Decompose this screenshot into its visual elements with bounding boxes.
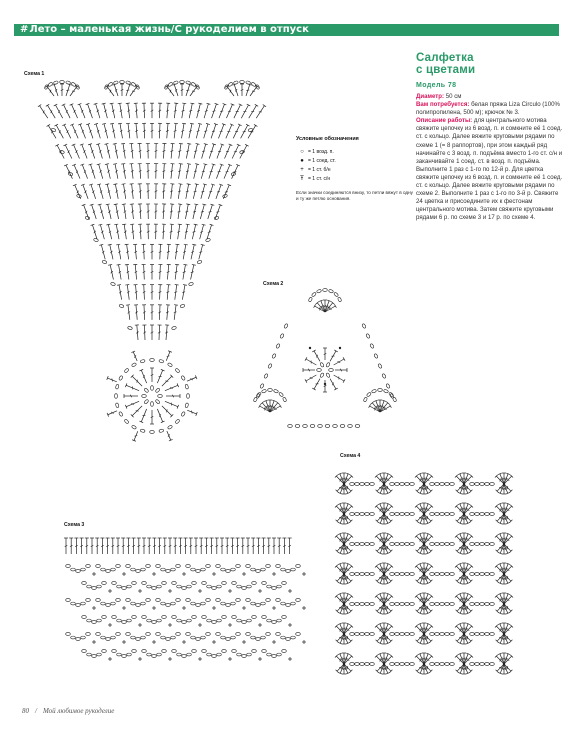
legend-note: Если значки соединяются внизу, то петли … xyxy=(296,190,413,201)
article-body: Диаметр: 50 см Вам потребуется: белая пр… xyxy=(416,93,566,223)
legend-item-slip: ● = 1 соед. ст. xyxy=(296,156,416,165)
single-crochet-icon: + xyxy=(300,166,304,173)
legend-label: = 1 ст. б/н xyxy=(308,166,331,173)
legend-title: Условные обозначения xyxy=(296,136,359,142)
description-label: Описание работы: xyxy=(416,117,473,125)
diameter-label: Диаметр: xyxy=(416,93,445,100)
materials-label: Вам потребуется: xyxy=(416,101,470,109)
legend: Условные обозначения ○ = 1 возд. п. ● = … xyxy=(296,136,416,202)
scheme-4-diagram xyxy=(334,472,514,675)
section-title-text: Лето – маленькая жизнь/С рукоделием в от… xyxy=(29,24,309,35)
legend-label: = 1 соед. ст. xyxy=(308,157,336,164)
scheme-1-diagram xyxy=(37,80,267,442)
page-header: #Лето – маленькая жизнь/С рукоделием в о… xyxy=(0,0,573,40)
legend-label: = 1 ст. с/н xyxy=(308,175,331,182)
description-value: для центрального мотива свяжите цепочку … xyxy=(416,117,563,222)
footer-separator: / xyxy=(35,707,37,715)
double-crochet-icon: Ŧ xyxy=(300,175,304,182)
magazine-name: Мой любимое рукоделие xyxy=(42,707,115,715)
scheme-2-diagram xyxy=(253,288,397,428)
article-title-line2: с цветами xyxy=(416,64,476,76)
pattern-description: Салфетка с цветами Модель 78 Диаметр: 50… xyxy=(416,52,566,223)
scheme-4-label: Схема 4 xyxy=(340,453,361,459)
page-number: 80 xyxy=(22,707,29,715)
legend-item-single: + = 1 ст. б/н xyxy=(296,165,416,174)
page-footer: 80 / Мой любимое рукоделие xyxy=(22,707,114,715)
scheme-1-label: Схема 1 xyxy=(24,71,45,77)
scheme-3-label: Схема 3 xyxy=(64,522,85,528)
legend-item-chain: ○ = 1 возд. п. xyxy=(296,147,416,156)
chain-stitch-icon: ○ xyxy=(300,148,304,155)
hash-mark: # xyxy=(20,24,29,35)
model-number: Модель 78 xyxy=(416,82,457,89)
article-title: Салфетка с цветами xyxy=(416,52,566,76)
legend-item-double: Ŧ = 1 ст. с/н xyxy=(296,174,416,183)
article-title-line1: Салфетка xyxy=(416,52,474,64)
materials-value: белая пряжа Liza Circulo (100% полипропи… xyxy=(416,101,560,117)
section-title: #Лето – маленькая жизнь/С рукоделием в о… xyxy=(20,24,309,36)
scheme-2-label: Схема 2 xyxy=(263,281,284,287)
slip-stitch-icon: ● xyxy=(300,157,304,164)
scheme-3-diagram xyxy=(64,537,306,661)
diameter-value: 50 см xyxy=(444,93,462,100)
legend-label: = 1 возд. п. xyxy=(308,148,334,155)
header-band xyxy=(14,24,559,36)
